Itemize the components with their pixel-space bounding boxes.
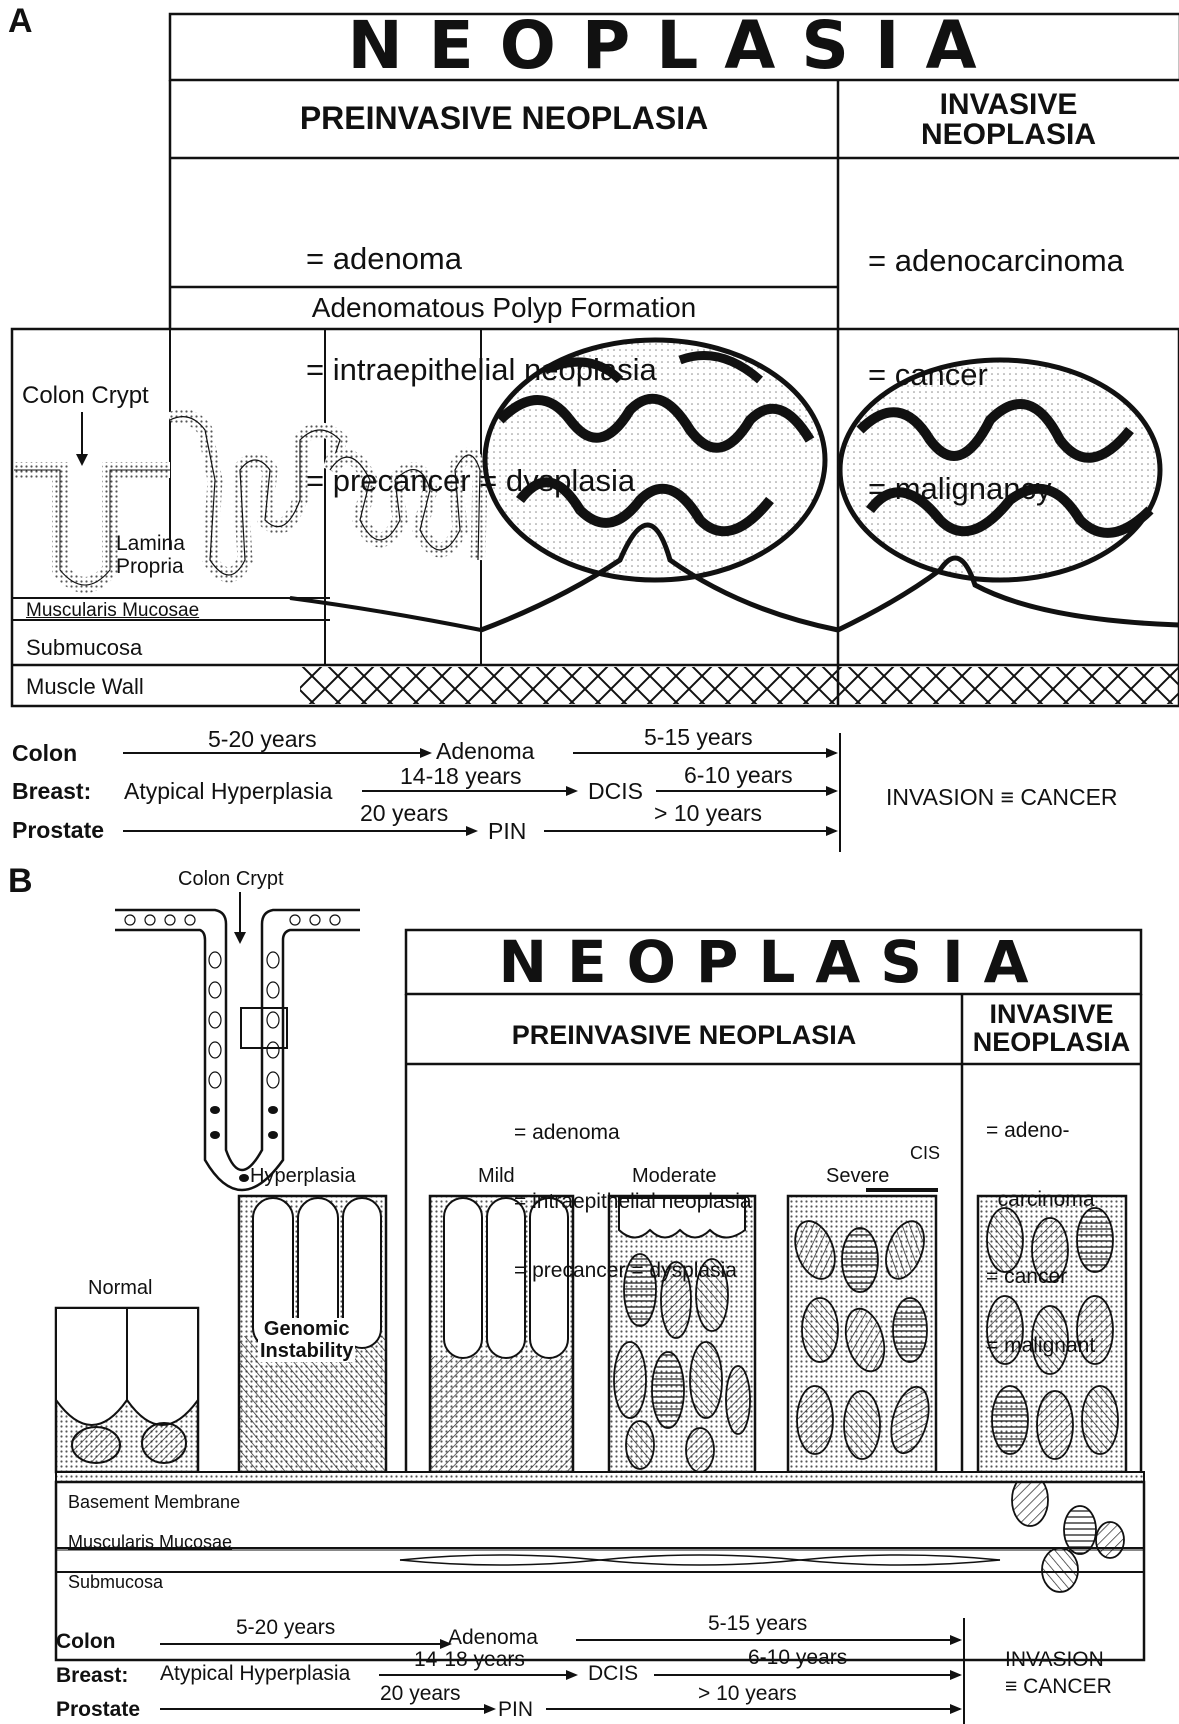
panel-a-invasive-synonyms: = adenocarcinoma = cancer = malignancy <box>868 166 1124 546</box>
panel-a-title: NEOPLASIA <box>170 10 1179 82</box>
panel-b-title: NEOPLASIA <box>406 930 1141 994</box>
panel-b-invasive-synonyms: = adeno- carcinoma = cancer = malignant <box>986 1073 1095 1380</box>
panel-a-invasive-header: INVASIVE NEOPLASIA <box>838 90 1179 150</box>
lamina-propria-label: Lamina Propria <box>116 532 185 578</box>
timeline-b-prostate-label: Prostate <box>56 1698 140 1722</box>
invasive-header-line2: NEOPLASIA <box>838 120 1179 150</box>
synonym-cancer: = cancer <box>868 356 1124 394</box>
panel-b-preinvasive-synonyms: = adenoma = intraepithelial neoplasia = … <box>514 1075 752 1305</box>
timeline-a-breast-mid: DCIS <box>588 778 643 805</box>
timeline-a-breast-label: Breast: <box>12 778 91 805</box>
timeline-b-breast-t1: 14-18 years <box>414 1648 525 1672</box>
synonym-malignancy: = malignancy <box>868 470 1124 508</box>
timeline-b-breast-t2: 6-10 years <box>748 1646 847 1670</box>
timeline-b-colon-label: Colon <box>56 1630 115 1654</box>
timeline-b-invasion-line1: INVASION <box>1005 1646 1112 1673</box>
genomic-line2: Instability <box>260 1340 353 1362</box>
panel-b-synonym-precancer: = precancer = dysplasia <box>514 1259 752 1282</box>
timeline-a-colon-t2: 5-15 years <box>644 724 753 751</box>
timeline-b-breast-start: Atypical Hyperplasia <box>160 1662 350 1686</box>
stage-hyperplasia-label: Hyperplasia <box>250 1165 356 1188</box>
panel-a-muscle-wall-label: Muscle Wall <box>26 674 144 700</box>
muscle-wall-hatch <box>300 667 1179 704</box>
panel-b-crypt-schematic <box>115 892 360 1190</box>
synonym-adenoma: = adenoma <box>306 240 657 277</box>
timeline-b-breast-label: Breast: <box>56 1664 128 1688</box>
basement-membrane-band <box>56 1472 1144 1482</box>
timeline-a-colon-mid: Adenoma <box>436 738 534 765</box>
panel-b-synonym-malignant: = malignant <box>986 1334 1095 1357</box>
synonym-precancer: = precancer = dysplasia <box>306 462 657 499</box>
timeline-b-colon-t1: 5-20 years <box>236 1616 335 1640</box>
timeline-b-prostate-t1: 20 years <box>380 1682 461 1706</box>
timeline-b-invasion-line2: ≡ CANCER <box>1005 1673 1112 1700</box>
timeline-b-prostate-mid: PIN <box>498 1698 533 1722</box>
panel-b-crypt-label: Colon Crypt <box>178 868 284 891</box>
synonym-adenocarcinoma: = adenocarcinoma <box>868 242 1124 280</box>
panel-b-preinvasive-header: PREINVASIVE NEOPLASIA <box>406 1020 962 1051</box>
stage-moderate-label: Moderate <box>632 1165 717 1188</box>
panel-b-synonym-cancer: = cancer <box>986 1265 1095 1288</box>
stage-severe-label: Severe <box>826 1165 889 1188</box>
panel-a-preinvasive-synonyms: = adenoma = intraepithelial neoplasia = … <box>306 166 657 536</box>
polyp-formation-header: Adenomatous Polyp Formation <box>170 292 838 324</box>
synonym-intraepithelial: = intraepithelial neoplasia <box>306 351 657 388</box>
genomic-line1: Genomic <box>260 1318 353 1340</box>
timeline-b-colon-t2: 5-15 years <box>708 1612 807 1636</box>
panel-a-submucosa-label: Submucosa <box>26 635 142 661</box>
timeline-b-prostate-t2: > 10 years <box>698 1682 797 1706</box>
panel-b-synonym-adenoma: = adenoma <box>514 1121 752 1144</box>
panel-b-invasive-header: INVASIVE NEOPLASIA <box>962 1000 1141 1056</box>
panel-b-basement-label: Basement Membrane <box>68 1492 240 1513</box>
timeline-b-breast-mid: DCIS <box>588 1662 638 1686</box>
timeline-a-colon-label: Colon <box>12 740 77 767</box>
timeline-b-invasion: INVASION ≡ CANCER <box>1005 1646 1112 1700</box>
timeline-a-prostate-mid: PIN <box>488 818 526 845</box>
stage-normal-label: Normal <box>88 1277 152 1300</box>
timeline-b-colon-mid: Adenoma <box>448 1626 538 1650</box>
panel-b-synonym-adeno: = adeno- <box>986 1119 1095 1142</box>
panel-b-synonym-carcinoma: carcinoma <box>986 1188 1095 1211</box>
timeline-a-breast-start: Atypical Hyperplasia <box>124 778 332 805</box>
timeline-a-colon-t1: 5-20 years <box>208 726 317 753</box>
panel-a-crypt-label: Colon Crypt <box>22 382 149 410</box>
panel-b-invasive-line1: INVASIVE <box>962 1000 1141 1028</box>
lamina-line2: Propria <box>116 555 185 578</box>
timeline-a-prostate-t1: 20 years <box>360 800 448 827</box>
timeline-a-breast-t2: 6-10 years <box>684 762 793 789</box>
cis-label: CIS <box>910 1143 940 1164</box>
panel-b-muscularis-label: Muscularis Mucosae <box>68 1532 232 1553</box>
timeline-a-invasion: INVASION ≡ CANCER <box>886 784 1118 811</box>
timeline-a-prostate-t2: > 10 years <box>654 800 762 827</box>
genomic-instability-label: Genomic Instability <box>258 1318 355 1362</box>
invasive-header-line1: INVASIVE <box>838 90 1179 120</box>
panel-a-preinvasive-header: PREINVASIVE NEOPLASIA <box>170 100 838 137</box>
timeline-a-prostate-label: Prostate <box>12 817 104 844</box>
panel-b-submucosa-label: Submucosa <box>68 1572 163 1593</box>
panel-b-invasive-line2: NEOPLASIA <box>962 1028 1141 1056</box>
panel-b-synonym-intraepithelial: = intraepithelial neoplasia <box>514 1190 752 1213</box>
timeline-a-breast-t1: 14-18 years <box>400 763 521 790</box>
lamina-line1: Lamina <box>116 532 185 555</box>
panel-a-muscularis-label: Muscularis Mucosae <box>26 600 199 622</box>
stage-mild-label: Mild <box>478 1165 515 1188</box>
